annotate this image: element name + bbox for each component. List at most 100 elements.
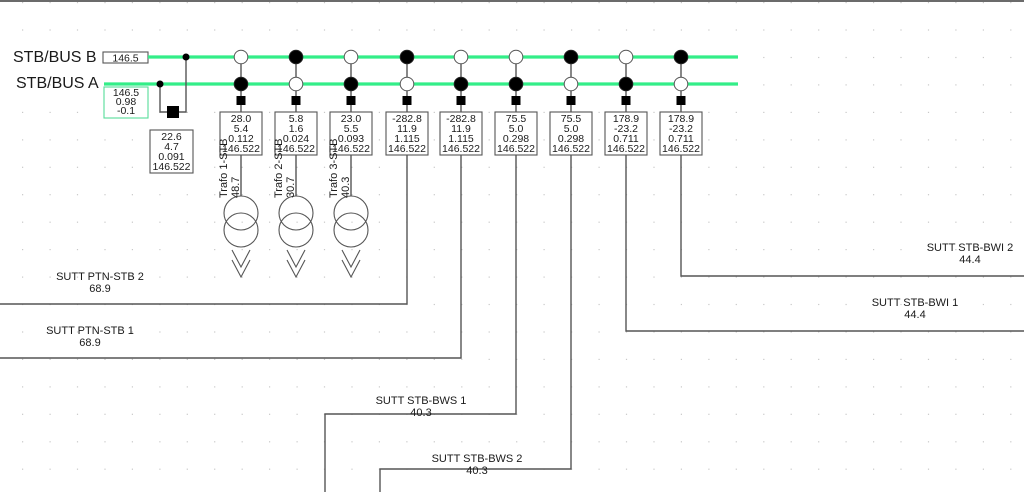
coupler-q: 4.7	[164, 141, 179, 153]
grid-dot	[214, 194, 216, 196]
bus-a-disconnector-closed[interactable]	[508, 76, 524, 92]
grid-dot	[900, 441, 902, 443]
bus-a-disconnector-closed[interactable]	[618, 76, 634, 92]
circuit-breaker[interactable]	[236, 96, 246, 105]
grid-dot	[131, 276, 133, 278]
circuit-breaker[interactable]	[511, 96, 521, 105]
bus-a-disconnector-closed[interactable]	[233, 76, 249, 92]
grid-dot	[22, 139, 24, 141]
grid-dot	[159, 441, 161, 443]
grid-dot	[653, 111, 655, 113]
grid-dot	[49, 276, 51, 278]
grid-dot	[1010, 441, 1012, 443]
grid-dot	[159, 29, 161, 31]
circuit-breaker[interactable]	[291, 96, 301, 105]
bus-b-disconnector-open[interactable]	[453, 49, 469, 65]
bus-b-disconnector-open[interactable]	[343, 49, 359, 65]
transformer-icon[interactable]	[278, 195, 314, 279]
grid-dot	[927, 386, 930, 388]
bus-a-disconnector-open[interactable]	[399, 76, 415, 92]
bay-reactive-power: -23.2	[669, 123, 693, 135]
grid-dot	[22, 276, 24, 278]
grid-dot	[488, 331, 490, 333]
grid-dot	[406, 29, 408, 31]
grid-dot	[323, 331, 326, 333]
transmission-line-bws2[interactable]	[379, 155, 572, 492]
bus-b-disconnector-open[interactable]	[618, 49, 634, 65]
grid-dot	[269, 249, 271, 251]
bay-active-power: 178.9	[613, 113, 639, 125]
grid-dot	[461, 249, 463, 251]
coupler-node-b	[182, 53, 190, 61]
grid-dot	[900, 29, 902, 31]
circuit-breaker[interactable]	[402, 96, 412, 105]
grid-dot	[982, 249, 984, 251]
grid-dot	[159, 413, 161, 415]
grid-dot	[598, 276, 600, 278]
grid-dot	[653, 358, 655, 360]
grid-dot	[241, 468, 243, 470]
line-name: SUTT STB-BWS 1	[376, 395, 467, 407]
grid-dot	[543, 29, 545, 31]
grid-dot	[708, 276, 710, 278]
bus-a-disconnector-open[interactable]	[563, 76, 579, 92]
canvas-top-border	[0, 0, 1024, 2]
coupler-breaker[interactable]	[167, 106, 179, 118]
grid-dot	[653, 249, 655, 251]
bus-b-disconnector-open[interactable]	[233, 49, 249, 65]
transmission-line-bws1[interactable]	[324, 155, 517, 492]
bay-active-power: 5.8	[289, 113, 304, 125]
grid-dot	[873, 221, 875, 223]
bus-a-disconnector-open[interactable]	[288, 76, 304, 92]
bus-b-disconnector-closed[interactable]	[563, 49, 579, 65]
circuit-breaker[interactable]	[346, 96, 356, 105]
grid-dot	[159, 386, 161, 388]
transmission-line-bwi1[interactable]	[625, 155, 1024, 332]
grid-dot	[49, 139, 51, 141]
transmission-line-ptn2[interactable]	[0, 155, 408, 305]
transmission-line-ptn1[interactable]	[0, 155, 462, 359]
grid-dot	[131, 194, 133, 196]
grid-dot	[488, 221, 490, 223]
grid-dot	[735, 303, 737, 306]
grid-dot	[900, 56, 902, 59]
bus-a-disconnector-closed[interactable]	[343, 76, 359, 92]
circuit-breaker[interactable]	[566, 96, 576, 105]
bay-reactive-power: 5.0	[564, 123, 579, 135]
grid-dot	[488, 29, 490, 31]
bus-b-disconnector-open[interactable]	[508, 49, 524, 65]
transmission-line-bwi2[interactable]	[680, 155, 1024, 277]
line-name: SUTT PTN-STB 2	[56, 271, 144, 283]
grid-dot	[790, 249, 792, 251]
bus-coupler[interactable]	[156, 53, 190, 119]
grid-dot	[433, 386, 435, 388]
grid-dot	[159, 194, 161, 196]
bus-a-disconnector-open[interactable]	[673, 76, 689, 92]
grid-dot	[461, 358, 463, 360]
grid-dot	[22, 194, 24, 196]
bus-b-disconnector-closed[interactable]	[399, 49, 415, 65]
grid-dot	[461, 194, 463, 196]
grid-dot	[76, 29, 79, 31]
transformer-icon[interactable]	[223, 195, 259, 279]
line-loading: 68.9	[89, 283, 110, 295]
bus-b-disconnector-closed[interactable]	[288, 49, 304, 65]
circuit-breaker[interactable]	[676, 96, 686, 105]
grid-dot	[488, 111, 490, 113]
grid-dot	[845, 166, 847, 168]
bay-value-box	[329, 111, 373, 156]
bus-b-disconnector-closed[interactable]	[673, 49, 689, 65]
grid-dot	[296, 358, 298, 360]
grid-dot	[955, 386, 957, 388]
transformer-icon[interactable]	[333, 195, 369, 279]
grid-dot	[735, 468, 737, 470]
grid-dot	[159, 358, 161, 360]
circuit-breaker[interactable]	[456, 96, 466, 105]
grid-dot	[214, 358, 216, 360]
circuit-breaker[interactable]	[621, 96, 631, 105]
bay-value-box	[274, 111, 318, 156]
grid-dot	[653, 441, 655, 443]
bus-a-disconnector-closed[interactable]	[453, 76, 469, 92]
grid-dot	[22, 84, 24, 86]
grid-dot	[22, 468, 24, 470]
